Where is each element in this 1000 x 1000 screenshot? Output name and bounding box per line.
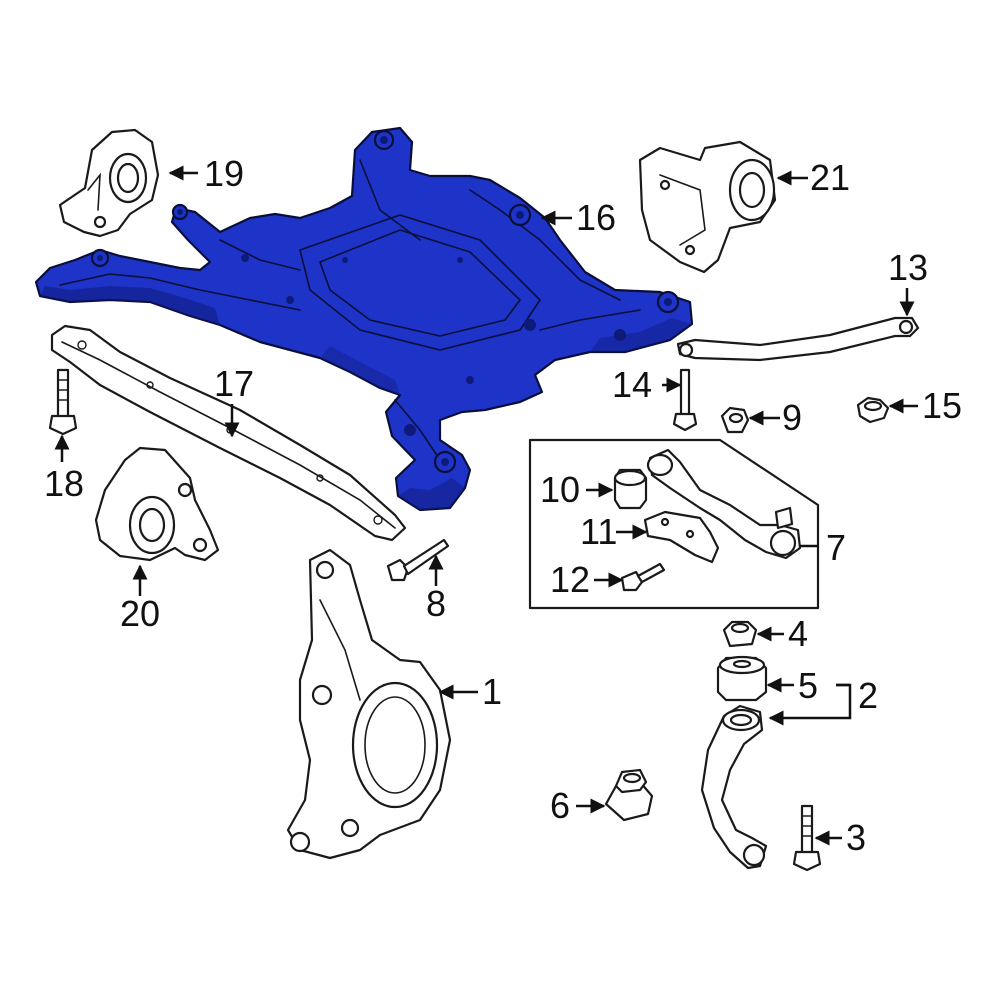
callout-19: 19 [204, 153, 244, 194]
link-rod-part[interactable] [676, 316, 920, 362]
subframe-body [34, 126, 694, 512]
callout-11: 11 [580, 511, 617, 552]
callout-16: 16 [576, 197, 616, 238]
lower-arm-part-2[interactable] [700, 704, 768, 870]
callout-10: 10 [540, 469, 580, 510]
bolt-part-8[interactable] [386, 538, 450, 582]
engine-mount-part-20[interactable] [94, 446, 220, 562]
callout-17: 17 [214, 363, 254, 404]
bolt-part-3[interactable] [792, 804, 822, 872]
callout-6: 6 [550, 785, 570, 826]
callout-4: 4 [788, 613, 808, 654]
callout-1: 1 [482, 671, 502, 712]
callout-12: 12 [550, 559, 590, 600]
transmission-mount-part-21[interactable] [638, 140, 777, 274]
callout-21: 21 [810, 157, 850, 198]
bracket-part-11[interactable] [643, 510, 720, 564]
nut-part-9[interactable] [720, 406, 750, 434]
nut-part-6[interactable] [604, 768, 654, 822]
bushing-part-5[interactable] [716, 655, 768, 702]
callout-2: 2 [858, 675, 878, 716]
subframe-part[interactable] [34, 126, 694, 512]
leader-lines [54, 165, 918, 846]
bolt-part-12[interactable] [620, 562, 666, 592]
callout-9: 9 [782, 397, 802, 438]
callout-14: 14 [612, 364, 652, 405]
callout-8: 8 [426, 583, 446, 624]
engine-mount-part-19[interactable] [58, 128, 160, 238]
callout-13: 13 [888, 247, 928, 288]
lower-control-arm-part-7[interactable] [646, 448, 802, 560]
callout-20: 20 [120, 593, 160, 634]
nut-part-15[interactable] [856, 396, 890, 424]
callout-18: 18 [44, 463, 84, 504]
callout-3: 3 [846, 817, 866, 858]
callout-15: 15 [922, 385, 962, 426]
bolt-part-14[interactable] [672, 368, 698, 432]
callout-7: 7 [826, 527, 846, 568]
nut-part-4[interactable] [722, 620, 758, 648]
part-7-group-box [528, 438, 820, 610]
bushing-part-10[interactable] [613, 468, 648, 510]
bolt-part-18[interactable] [48, 368, 78, 436]
steering-knuckle-part[interactable] [286, 548, 452, 860]
callout-5: 5 [798, 665, 818, 706]
